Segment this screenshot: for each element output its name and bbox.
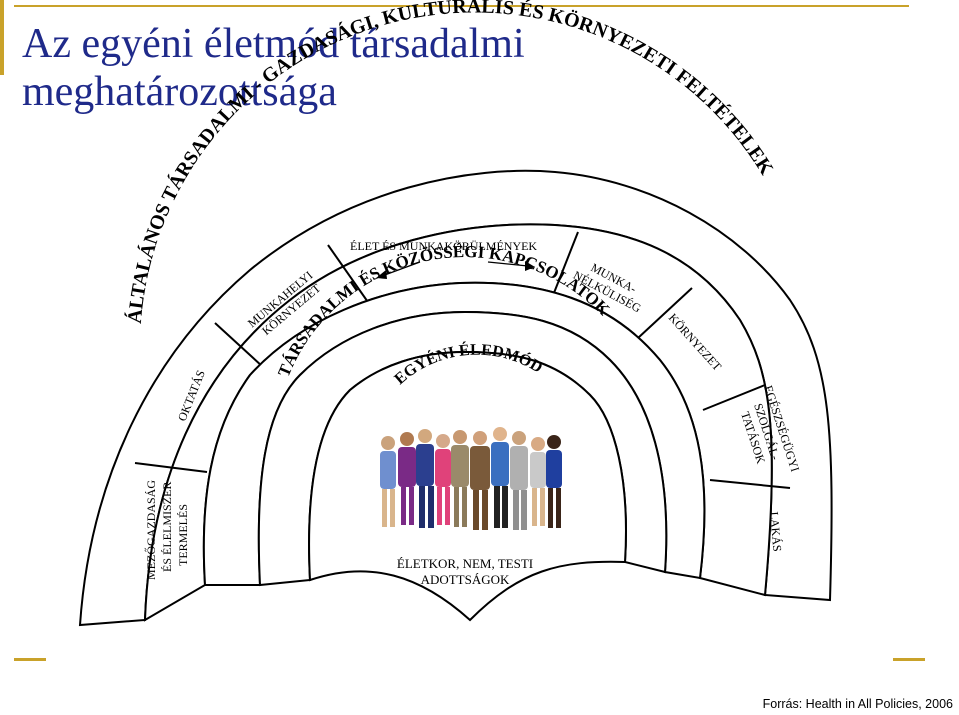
divider-6 — [702, 384, 766, 411]
core-label-line1: ÉLETKOR, NEM, TESTI — [397, 556, 533, 571]
arrow-left-head — [376, 270, 387, 279]
arrow-right-head — [525, 261, 535, 271]
divider-4 — [549, 231, 579, 304]
person-8 — [510, 431, 528, 530]
person-5 — [451, 430, 469, 527]
segment-lakas: LAKÁS — [767, 511, 784, 552]
people-illustration — [380, 427, 562, 530]
footer-dash-right — [893, 658, 925, 661]
footer-dash-left — [14, 658, 46, 661]
divider-1 — [134, 462, 208, 473]
page-title: Az egyéni életmód társadalmi meghatározo… — [22, 21, 525, 115]
divider-7 — [709, 479, 791, 489]
decorative-left-bar — [0, 0, 4, 75]
divider-3 — [327, 244, 371, 306]
segment-mezogazdasag: MEZŐGAZDASÁG ÉS ÉLELMISZER TERMELÉS — [144, 480, 190, 580]
svg-text:MEZŐGAZDASÁG: MEZŐGAZDASÁG — [144, 480, 158, 580]
decorative-top-line — [14, 5, 909, 7]
divider-2 — [214, 322, 264, 368]
person-1 — [380, 436, 396, 527]
core-label-line2: ADOTTSÁGOK — [421, 572, 510, 587]
person-6 — [470, 431, 490, 530]
person-3 — [416, 429, 434, 528]
divider-5 — [637, 287, 693, 339]
svg-text:TERMELÉS: TERMELÉS — [176, 504, 190, 566]
source-note: Forrás: Health in All Policies, 2006 — [762, 697, 953, 711]
person-9 — [530, 437, 546, 526]
arrow-right-line — [487, 261, 529, 267]
person-10 — [546, 435, 562, 528]
person-4 — [435, 434, 451, 525]
arrow-left-line — [381, 261, 421, 277]
segment-elet: ÉLET ÉS MUNKAKÖRÜLMÉNYEK — [350, 239, 537, 253]
person-7 — [491, 427, 509, 528]
svg-text:ÉS ÉLELMISZER: ÉS ÉLELMISZER — [160, 482, 174, 572]
person-2 — [398, 432, 416, 525]
